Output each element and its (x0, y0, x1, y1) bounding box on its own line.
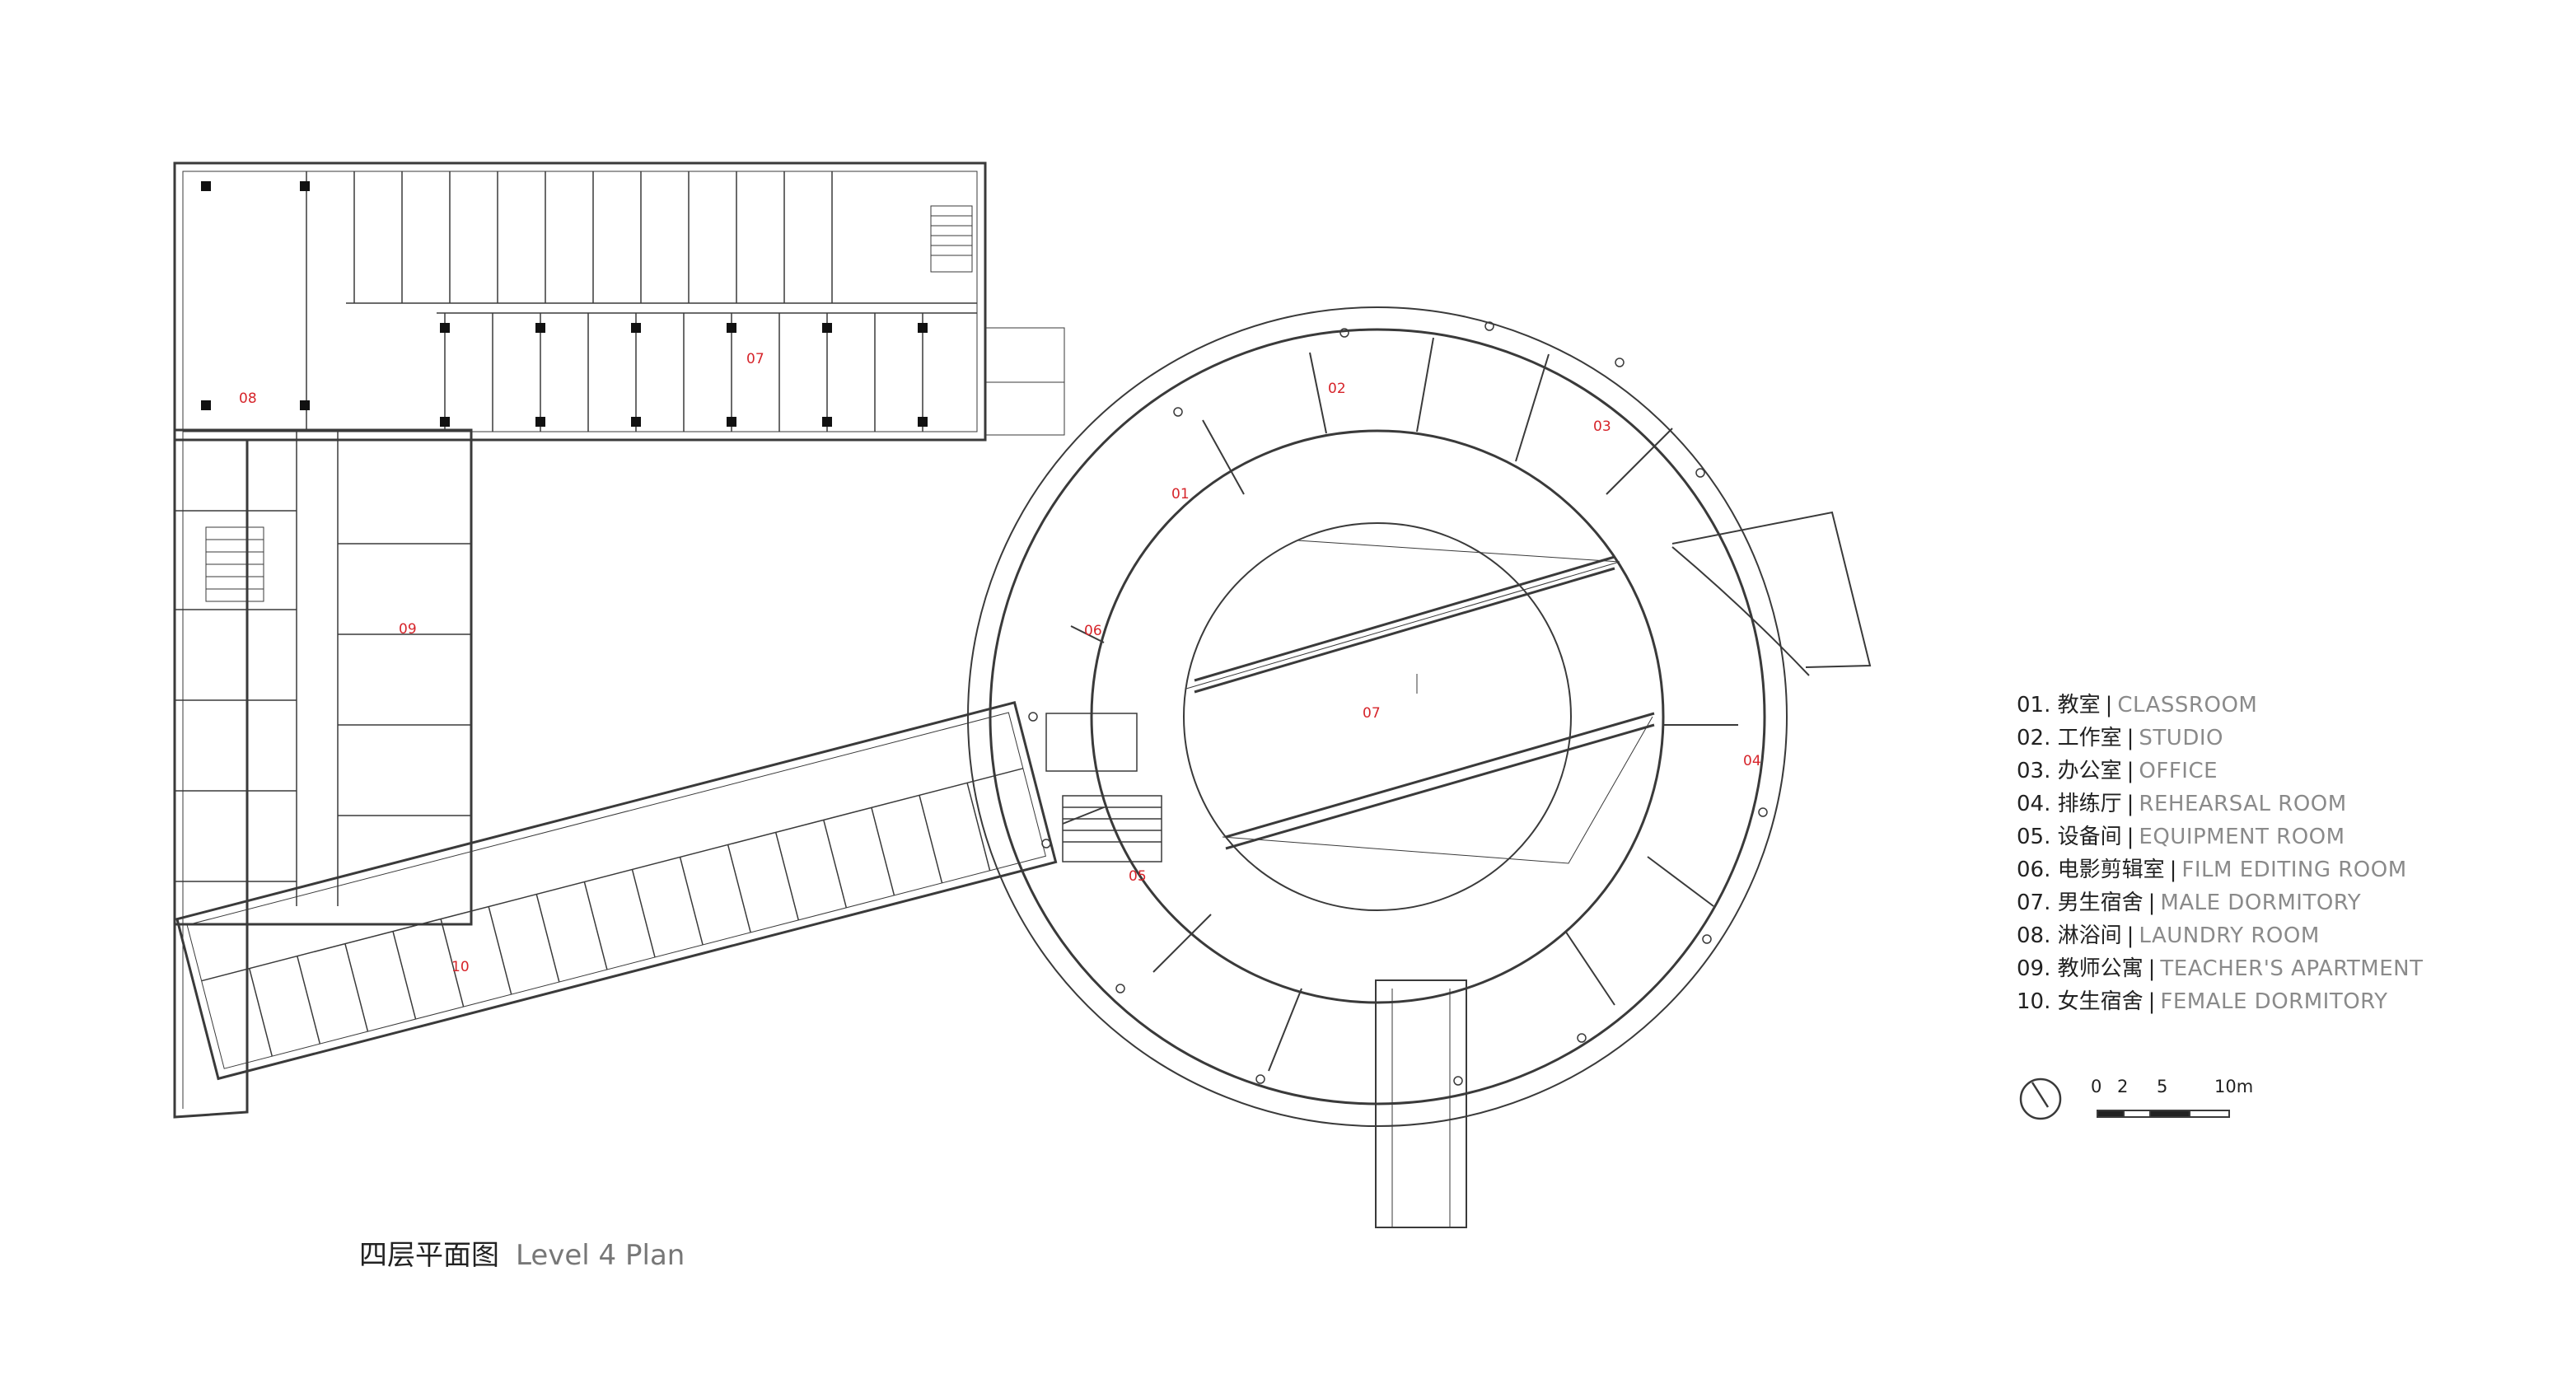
room-label-equipment: 05 (1129, 868, 1147, 885)
west-wing-partitions (175, 510, 471, 882)
scale-tick-5: 5 (2157, 1077, 2168, 1096)
scale-bar (2097, 1110, 2230, 1118)
ring-columns (1028, 321, 1768, 1086)
west-wing (173, 163, 473, 1119)
north-wing-partitions (306, 171, 977, 432)
legend-item: 09. 教师公寓|TEACHER'S APARTMENT (2017, 956, 2424, 981)
room-label-laundry: 08 (239, 390, 257, 407)
legend-item: 01. 教室|CLASSROOM (2017, 693, 2258, 718)
ring-radial-walls (1062, 337, 1738, 1072)
south-bridge (1375, 979, 1467, 1228)
scale-tick-10m: 10m (2214, 1077, 2254, 1096)
north-wing-stair (930, 205, 973, 273)
plan-caption-zh: 四层平面图 (359, 1239, 499, 1272)
courtyard-geometry (1185, 540, 1653, 864)
north-arrow-icon (2019, 1077, 2062, 1120)
room-legend: 01. 教室|CLASSROOM 02. 工作室|STUDIO 03. 办公室|… (2017, 689, 2478, 1018)
room-label-film-editing: 06 (1084, 623, 1102, 639)
room-label-teacher-apartment: 09 (399, 621, 417, 638)
room-label-studio: 02 (1328, 381, 1346, 397)
scale-tick-0: 0 (2091, 1077, 2102, 1096)
south-wing-partitions (249, 783, 991, 1057)
plan-caption: 四层平面图 Level 4 Plan (359, 1232, 685, 1273)
room-label-female-dorm: 10 (451, 959, 470, 975)
legend-item: 08. 淋浴间|LAUNDRY ROOM (2017, 923, 2320, 948)
legend-item: 06. 电影剪辑室|FILM EDITING ROOM (2017, 858, 2407, 882)
west-wing-stair (205, 526, 264, 602)
east-bridge (1671, 511, 1872, 676)
legend-item: 05. 设备间|EQUIPMENT ROOM (2017, 825, 2345, 849)
south-wing (175, 701, 1058, 1081)
ring-building (967, 306, 1872, 1228)
north-wing (173, 161, 1065, 442)
ring-core (1045, 713, 1162, 862)
room-label-male-dorm-north: 07 (746, 351, 764, 367)
legend-item: 07. 男生宿舍|MALE DORMITORY (2017, 891, 2362, 915)
courtyard-trusses (1194, 555, 1655, 850)
room-label-rehearsal: 04 (1743, 753, 1761, 769)
plan-caption-en: Level 4 Plan (516, 1239, 685, 1272)
legend-item: 10. 女生宿舍|FEMALE DORMITORY (2017, 989, 2388, 1014)
legend-item: 03. 办公室|OFFICE (2017, 759, 2218, 783)
legend-item: 02. 工作室|STUDIO (2017, 726, 2223, 750)
room-label-office: 03 (1593, 418, 1611, 435)
scale-tick-2: 2 (2117, 1077, 2129, 1096)
legend-item: 04. 排练厅|REHEARSAL ROOM (2017, 792, 2347, 816)
room-label-classroom: 01 (1171, 486, 1190, 503)
room-label-male-dorm-courtyard: 07 (1363, 705, 1381, 722)
north-wing-columns (201, 181, 928, 427)
